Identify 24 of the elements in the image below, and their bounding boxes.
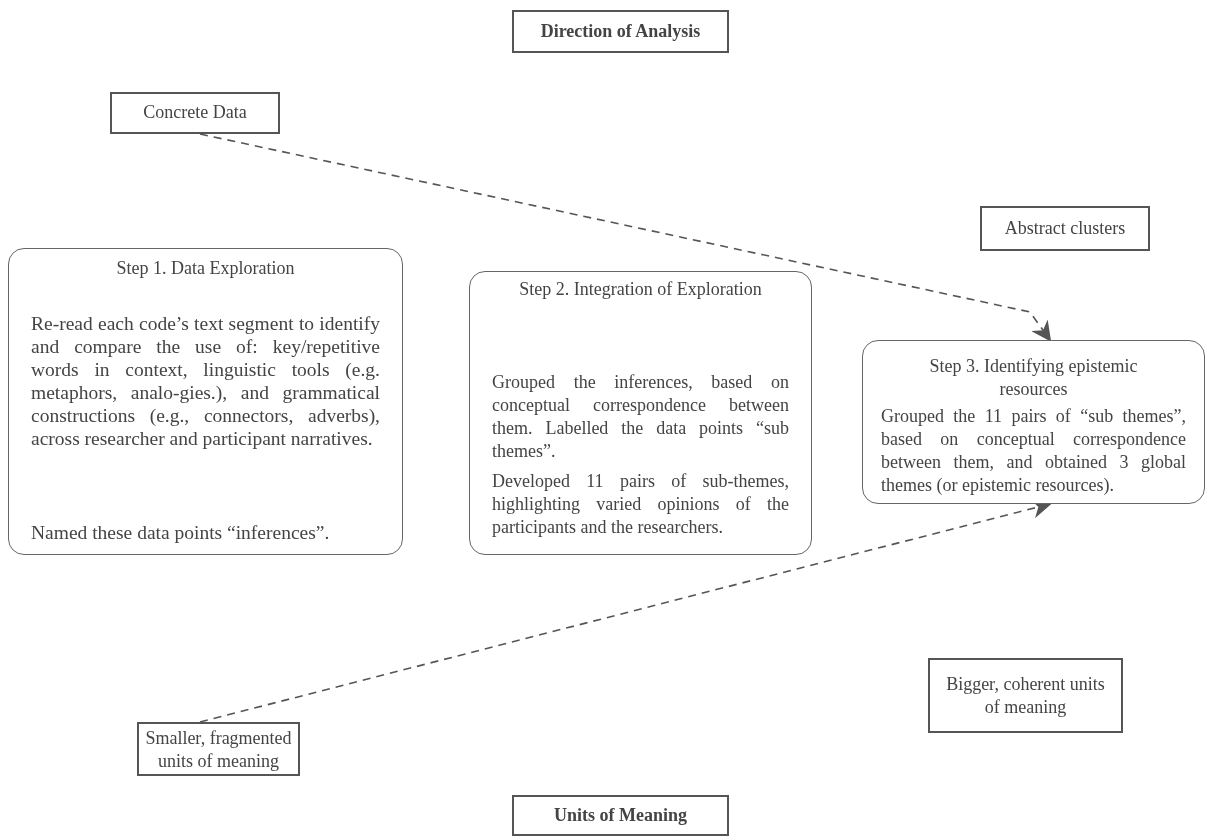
step-heading: Step 2. Integration of Exploration xyxy=(518,278,763,301)
dashed-arrow xyxy=(199,133,1052,342)
step-box xyxy=(469,271,812,555)
step-description: Re-read each code’s text segment to identify and compare the use of: key/repetitive words in context, linguistic tools (e.g. metaphors, analo-gies.), and grammatical constructions (e.g., connectors, adverbs), across researcher and participant narratives. xyxy=(31,312,380,450)
header-box xyxy=(512,10,729,53)
label-box xyxy=(137,722,300,776)
step-box xyxy=(8,248,403,555)
label-text: Abstract clusters xyxy=(1004,217,1126,240)
header-box xyxy=(512,795,729,836)
step-box xyxy=(862,340,1205,504)
step-description: Grouped the inferences, based on conceptual correspondence between them. Labelled the data points “sub themes”. xyxy=(492,371,789,463)
label-box xyxy=(928,658,1123,733)
label-text: Smaller, fragmented units of meaning xyxy=(145,727,292,773)
step-heading: Step 3. Identifying epistemic resources xyxy=(928,355,1139,401)
header-text: Units of Meaning xyxy=(553,804,688,827)
label-text: Bigger, coherent units of meaning xyxy=(945,673,1106,719)
label-box xyxy=(980,206,1150,251)
label-box xyxy=(110,92,280,134)
step-description: Developed 11 pairs of sub-themes, highlighting varied opinions of the participants and the researchers. xyxy=(492,470,789,539)
step-heading: Step 1. Data Exploration xyxy=(115,257,296,280)
label-text: Concrete Data xyxy=(142,101,248,124)
step-note: Named these data points “inferences”. xyxy=(31,521,331,544)
header-text: Direction of Analysis xyxy=(539,20,702,43)
step-description: Grouped the 11 pairs of “sub themes”, based on conceptual correspondence between them, and obtained 3 global themes (or epistemic resources). xyxy=(881,405,1186,497)
